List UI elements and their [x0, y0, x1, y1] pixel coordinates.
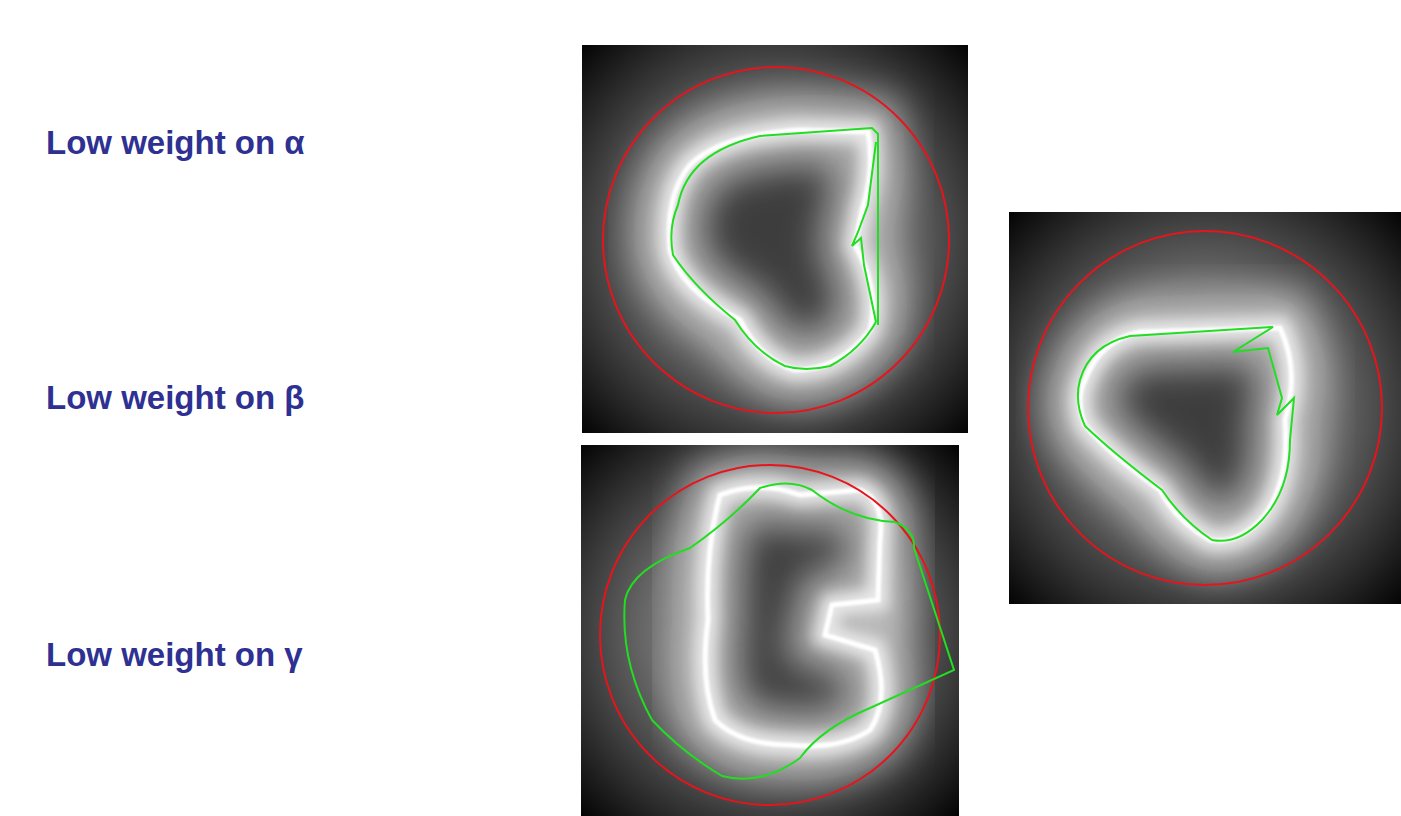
distance-field — [1009, 212, 1401, 604]
initial-contour — [603, 67, 949, 413]
snake-contour — [1078, 327, 1294, 541]
initial-contour — [1028, 231, 1382, 585]
object-edge — [705, 488, 881, 747]
initial-contour — [600, 465, 940, 805]
weight-label: Low weight on β — [46, 378, 304, 418]
edge-glow — [1080, 328, 1291, 541]
object-edge — [1080, 328, 1291, 541]
snake-contour — [671, 128, 878, 369]
edge-glow — [705, 488, 881, 747]
snake-panel — [582, 45, 968, 433]
weight-label: Low weight on α — [46, 123, 305, 163]
edge-glow — [705, 488, 881, 747]
snake-panel — [1009, 212, 1401, 604]
blob-interior — [1080, 328, 1291, 541]
weight-label: Low weight on γ — [46, 635, 303, 675]
edge-glow — [1080, 328, 1291, 541]
snake-panel — [581, 445, 959, 816]
blob-interior — [705, 488, 881, 747]
snake-contour — [624, 483, 954, 778]
distance-field — [581, 445, 959, 816]
distance-field — [582, 45, 968, 433]
